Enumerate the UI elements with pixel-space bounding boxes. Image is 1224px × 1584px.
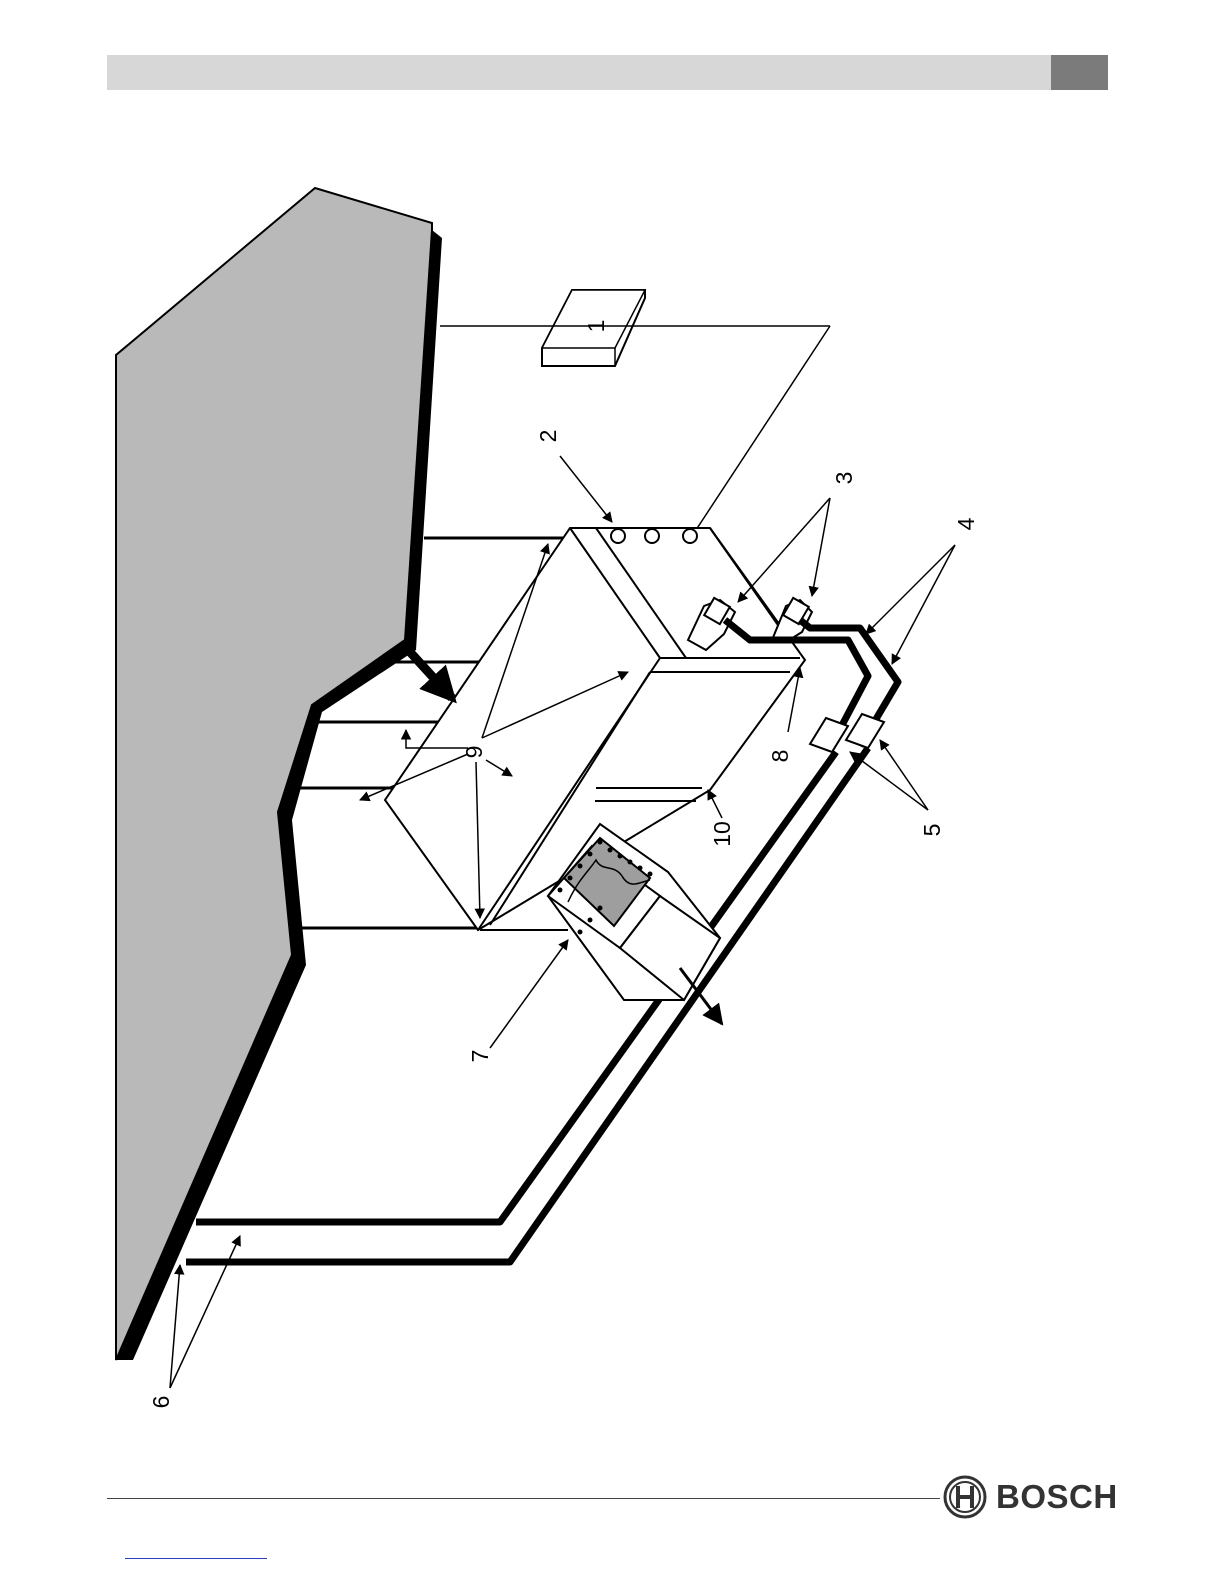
control-panel [440,290,830,536]
footer-link-underline [125,1558,267,1559]
brand-name: BOSCH [996,1478,1118,1516]
bosch-logo: BOSCH [942,1474,1112,1520]
callout-2: 2 [535,430,561,443]
callout-7: 7 [467,1050,493,1063]
callout-10: 10 [709,821,735,847]
bosch-armature-icon [942,1474,988,1520]
callout-9: 9 [461,746,487,759]
callout-3: 3 [831,472,857,485]
callout-1: 1 [583,320,609,333]
callout-6: 6 [148,1396,174,1409]
callout-4: 4 [953,517,979,530]
footer-rule [107,1498,940,1499]
callout-5: 5 [919,824,945,837]
callout-8: 8 [767,750,793,763]
ceiling-slab [116,188,442,1360]
